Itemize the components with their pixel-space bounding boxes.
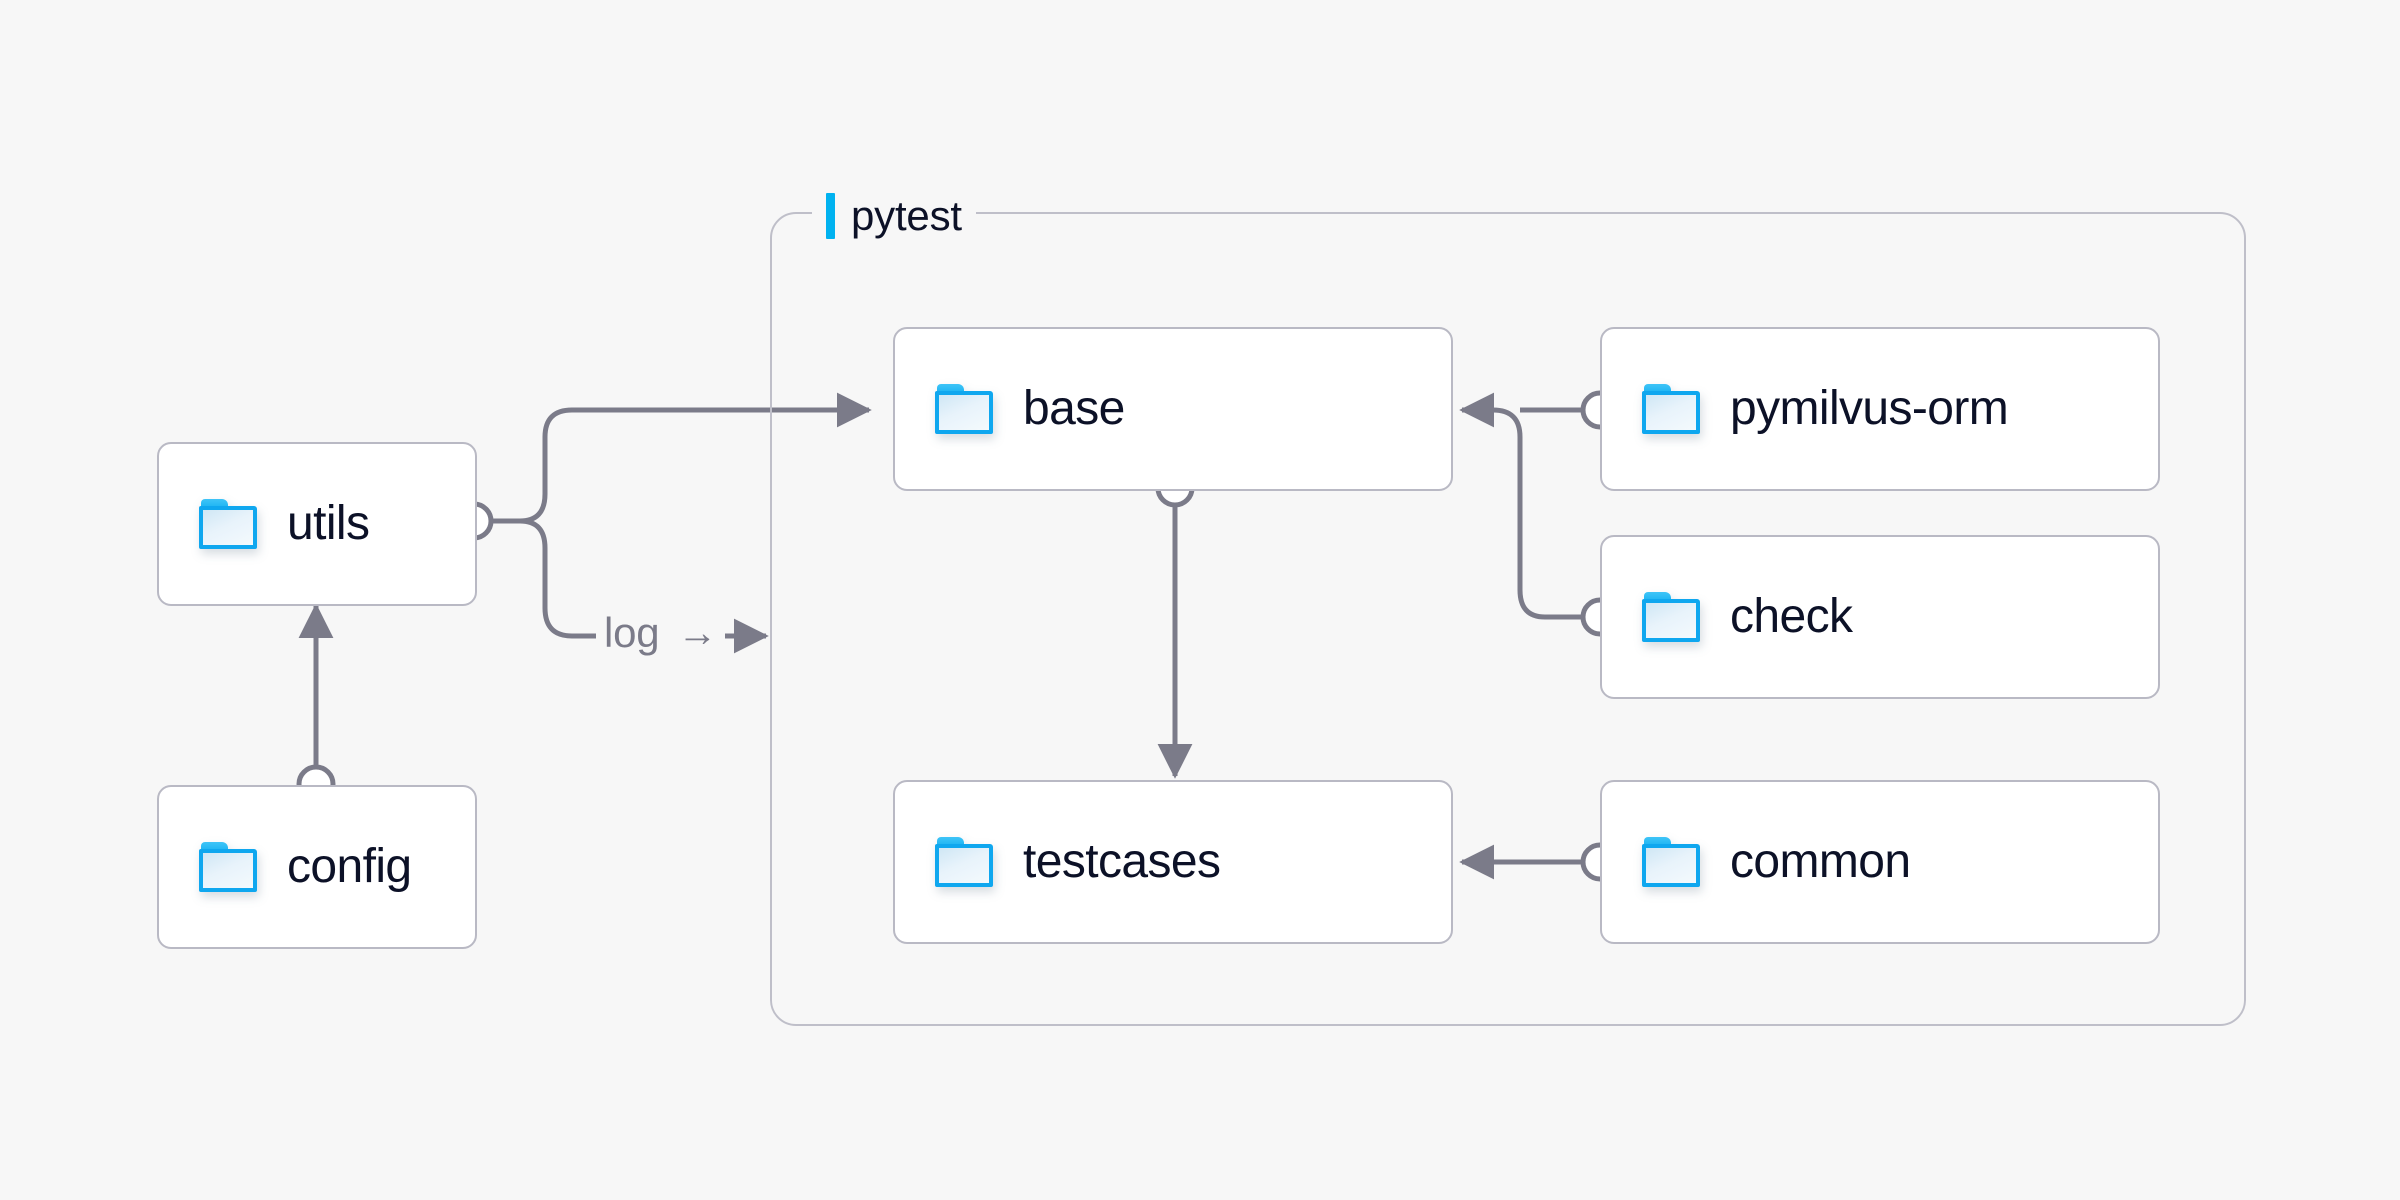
node-check[interactable]: check xyxy=(1600,535,2160,699)
folder-icon xyxy=(1642,384,1700,434)
node-testcases-label: testcases xyxy=(1023,835,1221,888)
node-config-label: config xyxy=(287,840,412,893)
folder-icon xyxy=(1642,592,1700,642)
node-check-label: check xyxy=(1730,590,1853,643)
folder-icon xyxy=(199,842,257,892)
edge-label-log-text: log xyxy=(604,609,660,656)
edge-label-log: log → xyxy=(596,609,726,656)
arrow-right-icon: → xyxy=(677,611,718,655)
node-common[interactable]: common xyxy=(1600,780,2160,944)
folder-icon xyxy=(199,499,257,549)
group-pytest xyxy=(770,212,2246,1026)
node-pymilvus-orm-label: pymilvus-orm xyxy=(1730,382,2009,435)
folder-icon xyxy=(935,837,993,887)
folder-icon xyxy=(1642,837,1700,887)
node-utils[interactable]: utils xyxy=(157,442,477,606)
node-config[interactable]: config xyxy=(157,785,477,949)
node-utils-label: utils xyxy=(287,497,370,550)
group-pytest-label-text: pytest xyxy=(851,192,962,239)
node-testcases[interactable]: testcases xyxy=(893,780,1453,944)
node-base-label: base xyxy=(1023,382,1125,435)
node-base[interactable]: base xyxy=(893,327,1453,491)
node-pymilvus-orm[interactable]: pymilvus-orm xyxy=(1600,327,2160,491)
folder-icon xyxy=(935,384,993,434)
node-common-label: common xyxy=(1730,835,1911,888)
edge-config-to-utils xyxy=(296,603,336,804)
group-accent-bar xyxy=(826,193,835,239)
group-pytest-label: pytest xyxy=(812,189,976,243)
